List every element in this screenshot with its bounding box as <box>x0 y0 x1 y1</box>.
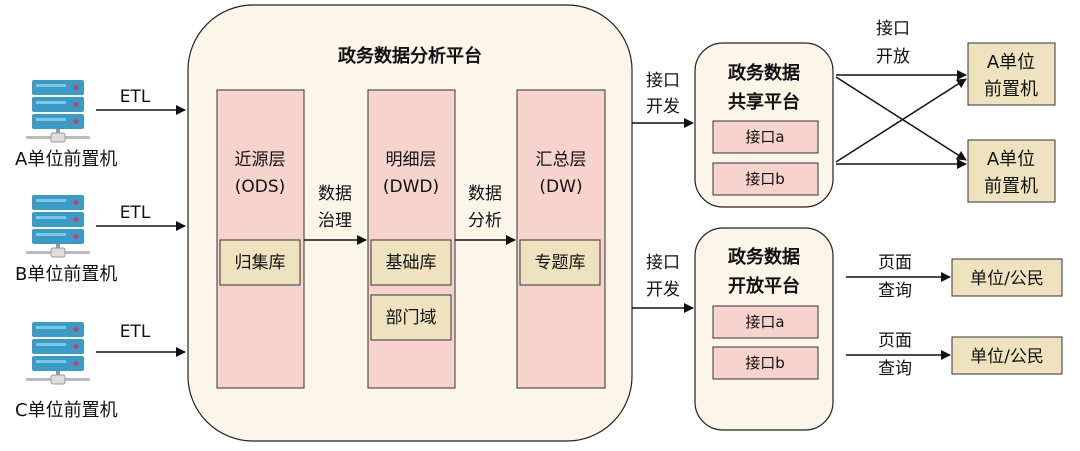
edge-label: 查询 <box>878 281 912 301</box>
edge-label: 页面 <box>878 331 912 351</box>
edge-label: 页面 <box>878 253 912 273</box>
etl-label: ETL <box>120 87 151 107</box>
server-icon <box>25 194 91 258</box>
interface-label: 接口b <box>745 170 785 188</box>
store-label: 归集库 <box>235 253 286 273</box>
edge-arrow <box>835 78 967 163</box>
target-label: A单位 <box>987 149 1035 170</box>
layer-dw: 汇总层 (DW) 专题库 <box>516 89 606 389</box>
layer-dwd: 明细层 (DWD) 基础库 部门域 <box>367 89 456 389</box>
source-a: A单位前置机 ETL <box>15 79 186 170</box>
target-label: 前置机 <box>984 79 1038 100</box>
platform-title: 开放平台 <box>728 275 800 297</box>
source-label: B单位前置机 <box>15 264 117 285</box>
store-label: 基础库 <box>386 253 437 273</box>
platform-title: 政务数据分析平台 <box>338 45 482 67</box>
source-c: C单位前置机 ETL <box>15 321 186 421</box>
edge-label: 接口 <box>646 253 680 273</box>
layer-code: (DWD) <box>383 177 439 197</box>
layer-name: 近源层 <box>235 150 286 170</box>
edge-label: 开发 <box>646 97 680 117</box>
edge-label: 查询 <box>878 359 912 379</box>
share-platform: 接口 开发 政务数据 共享平台 接口a 接口b 接口 开放 A单位 前置机 A单… <box>632 19 1056 208</box>
flow-label: 分析 <box>468 211 502 231</box>
source-label: C单位前置机 <box>15 400 118 421</box>
layer-code: (ODS) <box>235 177 286 197</box>
edge-label: 接口 <box>876 19 910 39</box>
edge-arrow <box>835 76 967 161</box>
layer-code: (DW) <box>539 177 582 197</box>
interface-label: 接口a <box>745 128 784 146</box>
flow-label: 数据 <box>468 184 502 204</box>
edge-label: 接口 <box>646 71 680 91</box>
platform-title: 政务数据 <box>728 246 800 268</box>
flow-label: 治理 <box>318 211 352 231</box>
etl-label: ETL <box>120 322 151 342</box>
store-label: 专题库 <box>535 253 586 273</box>
server-icon <box>25 79 91 143</box>
flow-label: 数据 <box>318 184 352 204</box>
target-label: 单位/公民 <box>970 269 1044 289</box>
interface-label: 接口a <box>745 313 784 331</box>
target-label: A单位 <box>987 52 1035 73</box>
platform-title: 共享平台 <box>728 91 800 113</box>
target-label: 单位/公民 <box>970 347 1044 367</box>
target-a-2: A单位 前置机 <box>967 139 1056 203</box>
target-label: 前置机 <box>984 176 1038 197</box>
edge-label: 开放 <box>876 47 910 67</box>
layer-name: 明细层 <box>386 150 437 170</box>
server-icon <box>25 321 91 385</box>
edge-label: 开发 <box>646 280 680 300</box>
layer-ods: 近源层 (ODS) 归集库 <box>216 89 305 389</box>
etl-label: ETL <box>120 203 151 223</box>
source-label: A单位前置机 <box>15 149 117 170</box>
target-a-1: A单位 前置机 <box>967 42 1056 106</box>
layer-name: 汇总层 <box>536 150 587 170</box>
interface-label: 接口b <box>745 354 785 372</box>
platform-title: 政务数据 <box>728 62 800 84</box>
analysis-platform: 政务数据分析平台 近源层 (ODS) 归集库 明细层 (DWD) 基础库 部门域… <box>187 4 633 442</box>
source-b: B单位前置机 ETL <box>15 194 186 285</box>
store-label: 部门域 <box>386 308 437 328</box>
open-platform: 接口 开发 政务数据 开放平台 接口a 接口b 页面 查询 单位/公民 页面 查… <box>632 227 1063 431</box>
